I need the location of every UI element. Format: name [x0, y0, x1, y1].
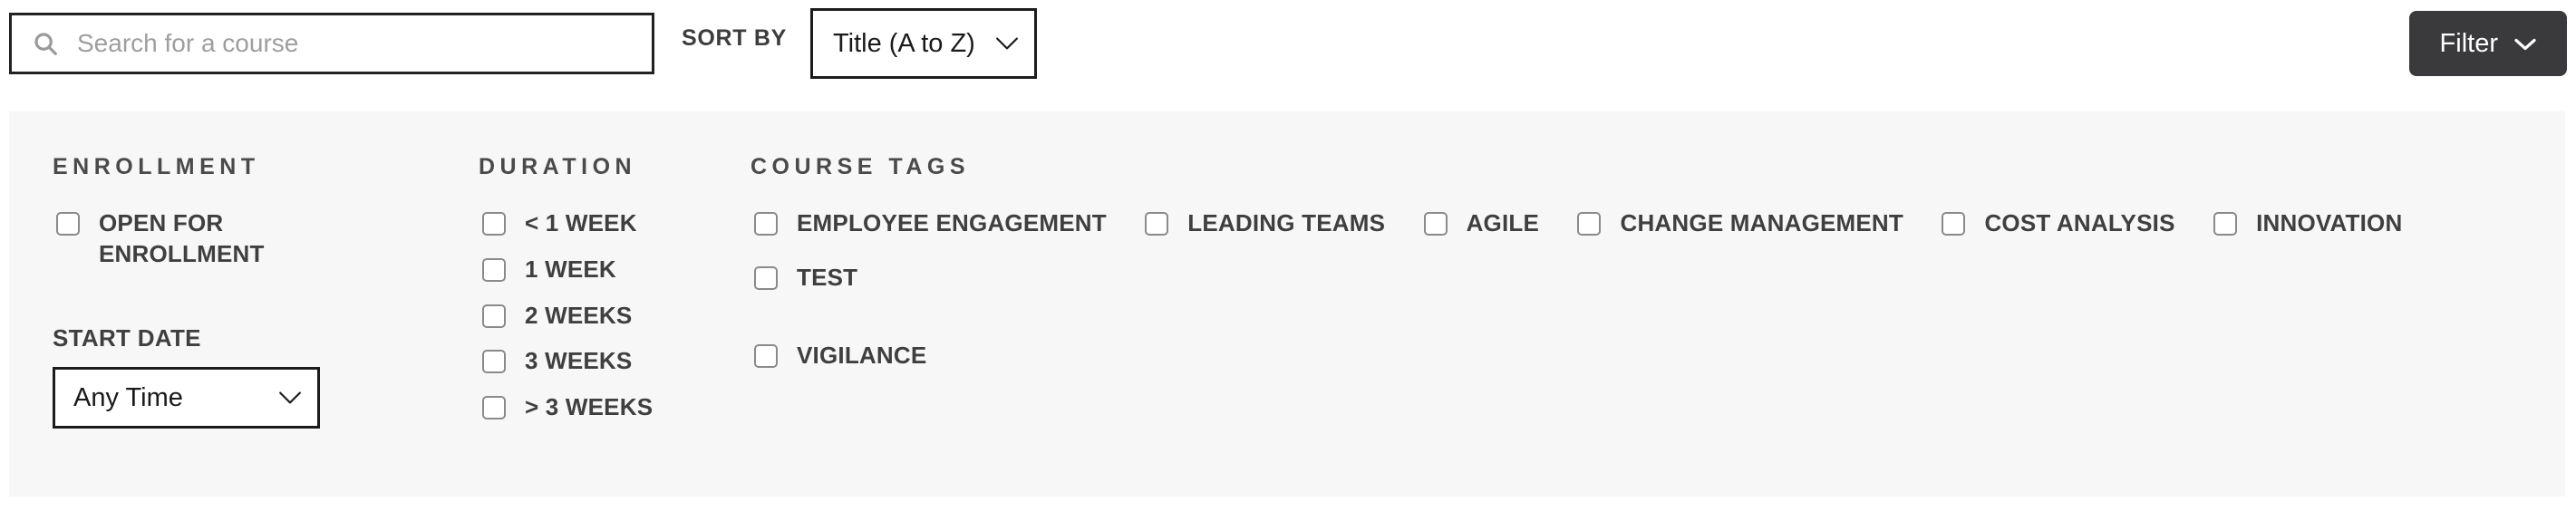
checkbox-label: INNOVATION	[2256, 209, 2403, 236]
search-box[interactable]	[9, 13, 654, 74]
checkbox-course-tag[interactable]	[754, 344, 778, 368]
checkbox-row-open-for-enrollment[interactable]: OPEN FOR ENROLLMENT	[53, 208, 433, 270]
start-date-label: START DATE	[53, 323, 201, 352]
checkbox-row-course-tag[interactable]: LEADING TEAMS	[1141, 208, 1385, 239]
checkbox-row-duration[interactable]: < 1 WEEK	[479, 208, 732, 239]
search-input[interactable]	[75, 25, 619, 62]
checkbox-label: < 1 WEEK	[525, 209, 637, 236]
checkbox-duration[interactable]	[482, 304, 506, 328]
checkbox-row-course-tag[interactable]: CHANGE MANAGEMENT	[1574, 208, 1903, 239]
checkbox-row-duration[interactable]: 3 WEEKS	[479, 346, 732, 377]
course-tags-options: EMPLOYEE ENGAGEMENT LEADING TEAMS AGILE …	[751, 208, 2527, 371]
checkbox-course-tag[interactable]	[1423, 212, 1448, 236]
checkbox-label: COST ANALYSIS	[1984, 209, 2175, 236]
checkbox-duration[interactable]	[482, 212, 506, 236]
sort-by-select-wrapper[interactable]: Title (A to Z)	[810, 8, 1037, 79]
checkbox-duration[interactable]	[482, 396, 506, 420]
checkbox-row-course-tag[interactable]: TEST	[751, 263, 857, 294]
checkbox-course-tag[interactable]	[1942, 212, 1966, 236]
checkbox-label: CHANGE MANAGEMENT	[1620, 209, 1903, 236]
checkbox-row-course-tag[interactable]: VIGILANCE	[751, 341, 2496, 371]
checkbox-row-course-tag[interactable]: EMPLOYEE ENGAGEMENT	[751, 208, 1107, 239]
checkbox-course-tag[interactable]	[1577, 212, 1602, 236]
checkbox-row-course-tag[interactable]: INNOVATION	[2210, 208, 2402, 239]
checkbox-duration[interactable]	[482, 350, 506, 374]
sort-by-label: SORT BY	[682, 25, 788, 51]
section-title-course-tags: COURSE TAGS	[751, 154, 970, 179]
checkbox-course-tag[interactable]	[1145, 212, 1169, 236]
checkbox-label: AGILE	[1466, 209, 1540, 236]
checkbox-label: VIGILANCE	[797, 342, 927, 369]
checkbox-label: 3 WEEKS	[525, 347, 633, 375]
filter-group-enrollment: ENROLLMENT OPEN FOR ENROLLMENT START DAT…	[53, 111, 433, 429]
checkbox-course-tag[interactable]	[754, 266, 778, 290]
search-icon	[30, 28, 61, 59]
checkbox-label: 2 WEEKS	[525, 301, 633, 329]
checkbox-row-course-tag[interactable]: COST ANALYSIS	[1938, 208, 2174, 239]
checkbox-course-tag[interactable]	[754, 212, 778, 236]
checkbox-label: LEADING TEAMS	[1187, 209, 1386, 236]
start-date-select[interactable]: Any Time	[53, 366, 320, 429]
enrollment-options: OPEN FOR ENROLLMENT	[53, 208, 433, 270]
checkbox-label: OPEN FOR ENROLLMENT	[99, 209, 265, 267]
checkbox-row-duration[interactable]: 1 WEEK	[479, 255, 732, 285]
checkbox-course-tag[interactable]	[2213, 212, 2238, 236]
filter-button-label: Filter	[2439, 28, 2498, 58]
checkbox-label: TEST	[797, 264, 858, 291]
filter-group-course-tags: COURSE TAGS EMPLOYEE ENGAGEMENT LEADING …	[751, 111, 2527, 387]
checkbox-label: > 3 WEEKS	[525, 393, 654, 421]
sort-by-select[interactable]: Title (A to Z)	[810, 8, 1037, 79]
checkbox-duration[interactable]	[482, 257, 506, 282]
start-date-select-wrapper[interactable]: Any Time	[53, 366, 320, 429]
section-title-duration: DURATION	[479, 154, 637, 179]
filter-panel: ENROLLMENT OPEN FOR ENROLLMENT START DAT…	[9, 111, 2565, 497]
checkbox-row-course-tag[interactable]: AGILE	[1420, 208, 1539, 239]
checkbox-row-duration[interactable]: 2 WEEKS	[479, 301, 732, 332]
filter-button[interactable]: Filter	[2408, 11, 2567, 76]
section-title-enrollment: ENROLLMENT	[53, 154, 260, 179]
chevron-down-icon	[2514, 37, 2536, 51]
checkbox-open-for-enrollment[interactable]	[56, 212, 80, 236]
duration-options: < 1 WEEK 1 WEEK 2 WEEKS 3 WEEKS > 3 WEEK…	[479, 208, 732, 423]
checkbox-row-duration[interactable]: > 3 WEEKS	[479, 392, 732, 423]
checkbox-label: EMPLOYEE ENGAGEMENT	[797, 209, 1107, 236]
toolbar: SORT BY Title (A to Z) Filter	[0, 0, 2576, 100]
filter-group-duration: DURATION < 1 WEEK 1 WEEK 2 WEEKS 3 WEEKS	[479, 111, 732, 439]
checkbox-label: 1 WEEK	[525, 255, 616, 283]
start-date-block: START DATE Any Time	[53, 324, 433, 429]
